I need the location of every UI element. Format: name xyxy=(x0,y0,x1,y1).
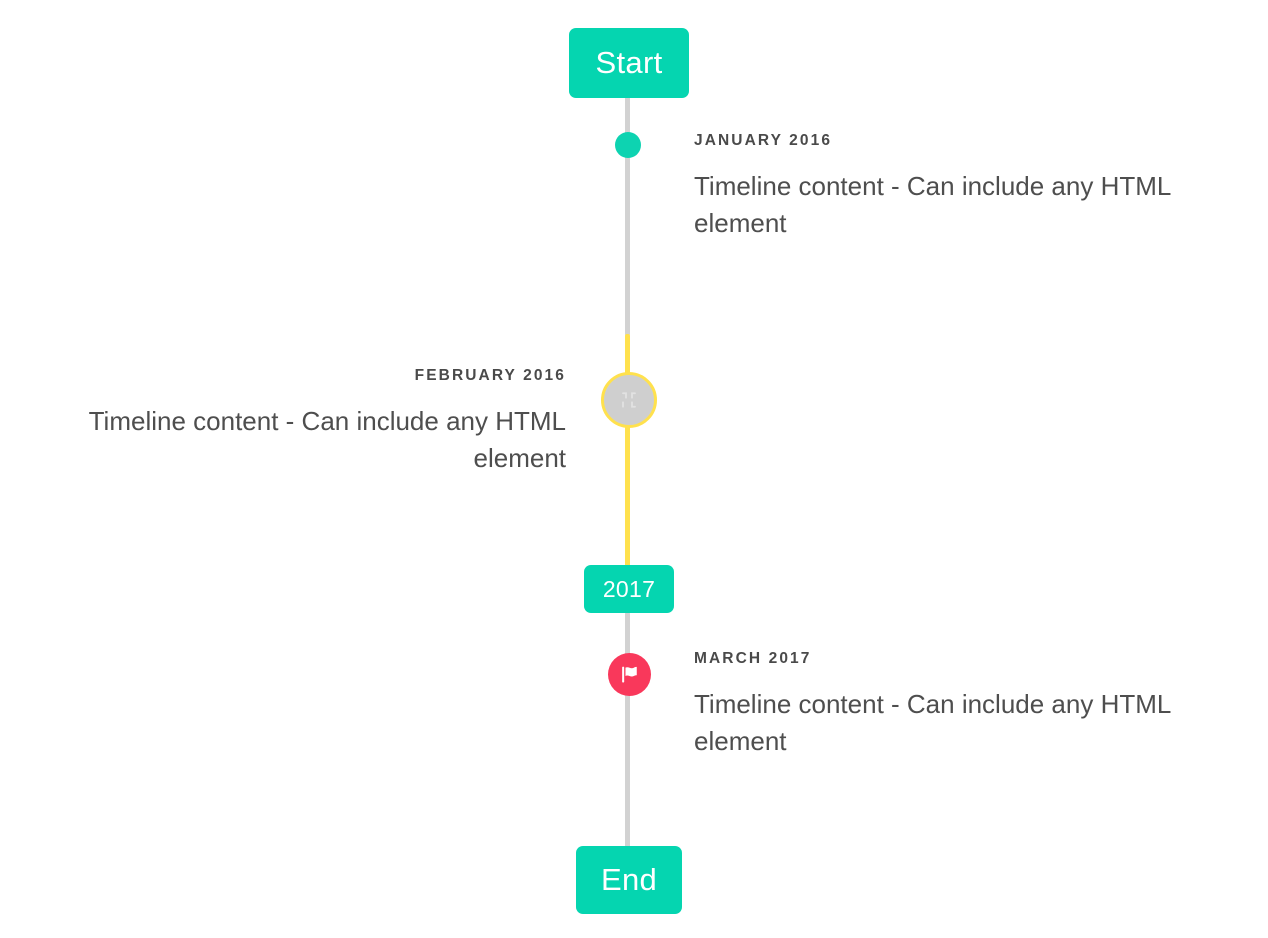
timeline-marker-flag-icon[interactable] xyxy=(608,653,651,696)
timeline-entry-march: March 2017 Timeline content - Can includ… xyxy=(694,650,1234,760)
flag-icon xyxy=(622,666,637,683)
timeline-entry-date: February 2016 xyxy=(414,367,566,384)
timeline-marker-broken-image-icon[interactable] xyxy=(601,372,657,428)
timeline-entry-january: January 2016 Timeline content - Can incl… xyxy=(694,132,1234,242)
timeline-entry-february: February 2016 Timeline content - Can inc… xyxy=(34,367,566,477)
timeline-marker-dot-icon[interactable] xyxy=(615,132,641,158)
timeline-line-segment-top xyxy=(625,90,630,336)
timeline-entry-body: Timeline content - Can include any HTML … xyxy=(694,171,1171,238)
timeline-entry-body: Timeline content - Can include any HTML … xyxy=(88,406,566,473)
timeline-end-badge[interactable]: End xyxy=(576,846,682,914)
timeline-entry-date: January 2016 xyxy=(694,132,833,149)
timeline-year-badge[interactable]: 2017 xyxy=(584,565,674,613)
broken-image-icon xyxy=(622,392,636,408)
timeline-line-segment-highlight xyxy=(625,334,630,570)
timeline-entry-body: Timeline content - Can include any HTML … xyxy=(694,689,1171,756)
timeline-entry-date: March 2017 xyxy=(694,650,812,667)
timeline-line-segment-bottom xyxy=(625,612,630,852)
timeline-start-badge[interactable]: Start xyxy=(569,28,689,98)
